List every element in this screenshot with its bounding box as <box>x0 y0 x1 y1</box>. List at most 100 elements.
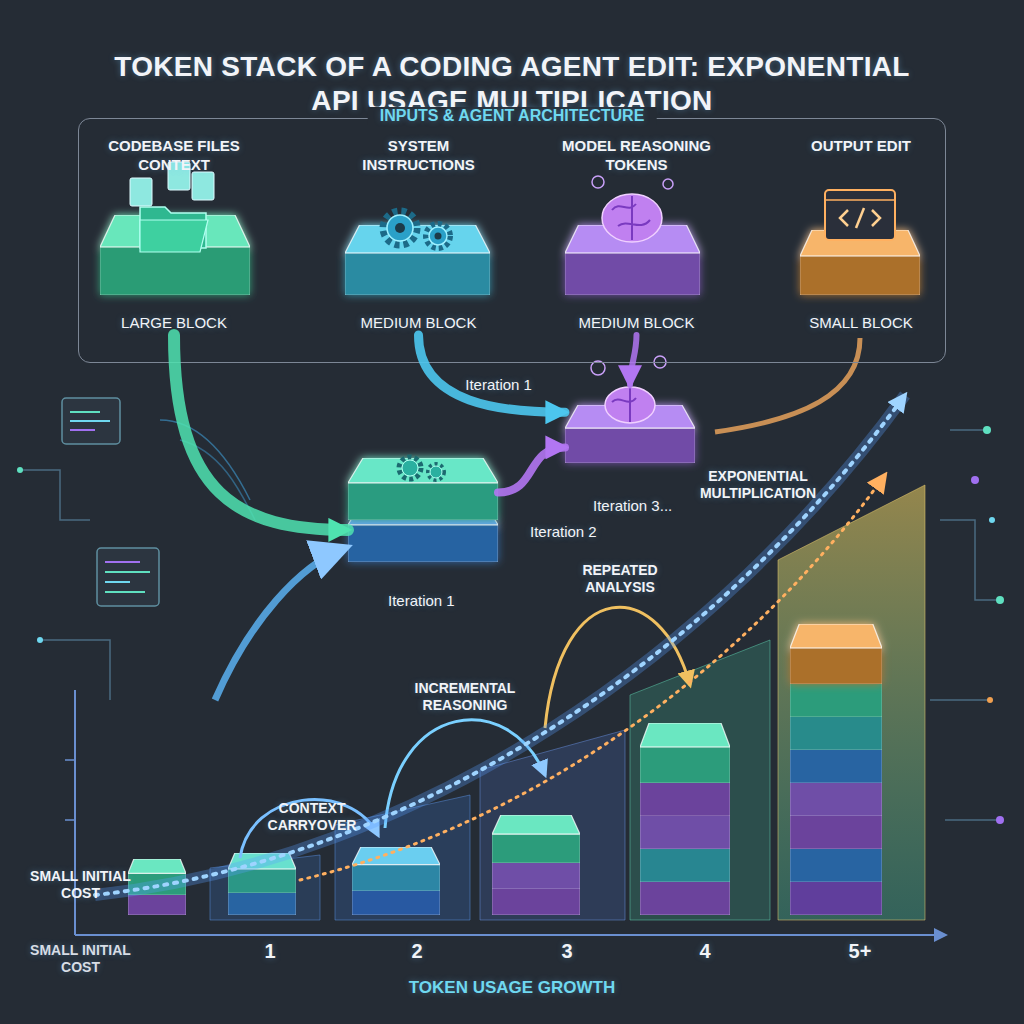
code-window-icon <box>105 581 130 583</box>
system-tile <box>345 225 490 295</box>
growth-note: CONTEXT CARRYOVER <box>262 800 362 834</box>
iteration-stack: Iteration 2 <box>348 455 498 562</box>
input-block: MODEL REASONING TOKENS MEDIUM BLOCK <box>549 135 724 335</box>
growth-panels <box>778 485 925 920</box>
code-window-icon <box>105 591 145 593</box>
block-size: MEDIUM BLOCK <box>549 314 724 331</box>
growth-arrows <box>95 395 905 895</box>
block-heading: OUTPUT EDIT <box>809 137 913 156</box>
growth-note: INCREMENTAL REASONING <box>400 680 530 714</box>
block-heading: SYSTEM INSTRUCTIONS <box>336 137 501 175</box>
code-window-icon <box>105 571 150 573</box>
token-bar <box>640 723 730 915</box>
chart-axis <box>65 759 75 761</box>
chart-axis <box>65 690 948 942</box>
axis-tick: 4 <box>690 940 720 963</box>
axis-tick: 1 <box>255 940 285 963</box>
growth-panels <box>210 485 925 920</box>
circuit-decoration <box>20 470 90 520</box>
circuit-dots <box>989 517 995 523</box>
iteration-label: Iteration 2 <box>530 523 597 540</box>
reasoning-block-tile <box>605 387 655 423</box>
code-window-icon <box>70 420 110 422</box>
reasoning-tile <box>592 176 604 188</box>
flow-arrow <box>498 447 565 492</box>
codebase-tile <box>130 178 152 206</box>
reasoning-block-tile <box>591 361 605 375</box>
codebase-tile <box>140 220 208 252</box>
panel-heading: INPUTS & AGENT ARCHITECTURE <box>368 107 657 125</box>
output-tile <box>856 208 864 228</box>
circuit-dots <box>971 476 979 484</box>
circuit-dots <box>996 596 1004 604</box>
growth-arrows <box>300 475 885 880</box>
output-streak <box>715 338 860 432</box>
code-window-icon <box>70 429 95 431</box>
input-block: SYSTEM INSTRUCTIONS MEDIUM BLOCK <box>336 135 501 335</box>
axis-tick: 5+ <box>838 940 882 963</box>
iteration-stack-tiles <box>430 466 442 478</box>
system-tile <box>429 227 447 245</box>
growth-note: REPEATED ANALYSIS <box>570 562 670 596</box>
input-block: CODEBASE FILES CONTEXT LARGE BLOCK <box>89 135 259 335</box>
token-bar <box>492 815 580 915</box>
system-tile <box>383 211 417 245</box>
circuit-dots <box>996 816 1004 824</box>
iteration-stack-tiles <box>399 457 421 479</box>
token-bar <box>352 847 440 891</box>
growth-note: EXPONENTIAL MULTIPLICATION <box>688 468 828 502</box>
circuit-decoration <box>945 819 1000 821</box>
flow-arrow <box>174 335 348 530</box>
growth-panels <box>630 640 770 920</box>
flow-arrow <box>630 335 637 385</box>
iteration-stack-tiles <box>348 458 498 520</box>
code-window-icon <box>70 411 100 413</box>
iteration-stack-tiles <box>428 464 444 480</box>
token-bar <box>790 624 882 915</box>
iteration-stack-tiles <box>402 460 418 476</box>
system-tile <box>395 223 405 233</box>
reasoning-block-tile <box>654 356 666 368</box>
block-heading: CODEBASE FILES CONTEXT <box>89 137 259 175</box>
growth-note: SMALL INITIAL COST <box>28 868 133 902</box>
flow-arrow <box>419 335 566 412</box>
output-tile <box>825 190 895 240</box>
edge-label: Iteration 1 <box>465 376 532 393</box>
iteration-stack-tiles <box>348 457 498 562</box>
block-size: LARGE BLOCK <box>89 314 259 331</box>
token-bar <box>640 723 730 783</box>
codebase-tile <box>100 162 250 295</box>
block-heading: MODEL REASONING TOKENS <box>549 137 724 175</box>
input-block: OUTPUT EDIT SMALL BLOCK <box>809 135 913 335</box>
output-tile <box>840 210 848 226</box>
circuit-decoration <box>930 699 990 701</box>
circuit-decoration <box>950 429 985 431</box>
input-panel: INPUTS & AGENT ARCHITECTURECODEBASE FILE… <box>78 118 946 363</box>
circuit-dots <box>983 426 991 434</box>
circuit-dots <box>987 697 993 703</box>
growth-arrows <box>95 395 905 895</box>
circuit-decoration <box>160 420 250 500</box>
code-window-icon <box>62 398 159 606</box>
system-tile <box>387 215 413 241</box>
system-tile <box>345 211 490 295</box>
growth-arrows <box>545 607 690 728</box>
reasoning-block-tile <box>612 388 636 422</box>
reasoning-tile <box>602 194 662 242</box>
block-size: SMALL BLOCK <box>809 314 913 331</box>
system-tile <box>435 233 442 240</box>
axis-tick: 2 <box>402 940 432 963</box>
codebase-tile <box>192 172 214 200</box>
chart-axis <box>65 819 75 821</box>
code-window-icon <box>62 398 120 444</box>
token-bar <box>352 847 440 915</box>
codebase-tile <box>100 215 250 295</box>
token-bar <box>790 624 882 684</box>
block-size: MEDIUM BLOCK <box>336 314 501 331</box>
output-tile <box>825 199 895 201</box>
chart-axis <box>934 928 948 942</box>
reasoning-tile <box>612 196 650 240</box>
reasoning-block: Iteration 3... <box>565 385 695 463</box>
